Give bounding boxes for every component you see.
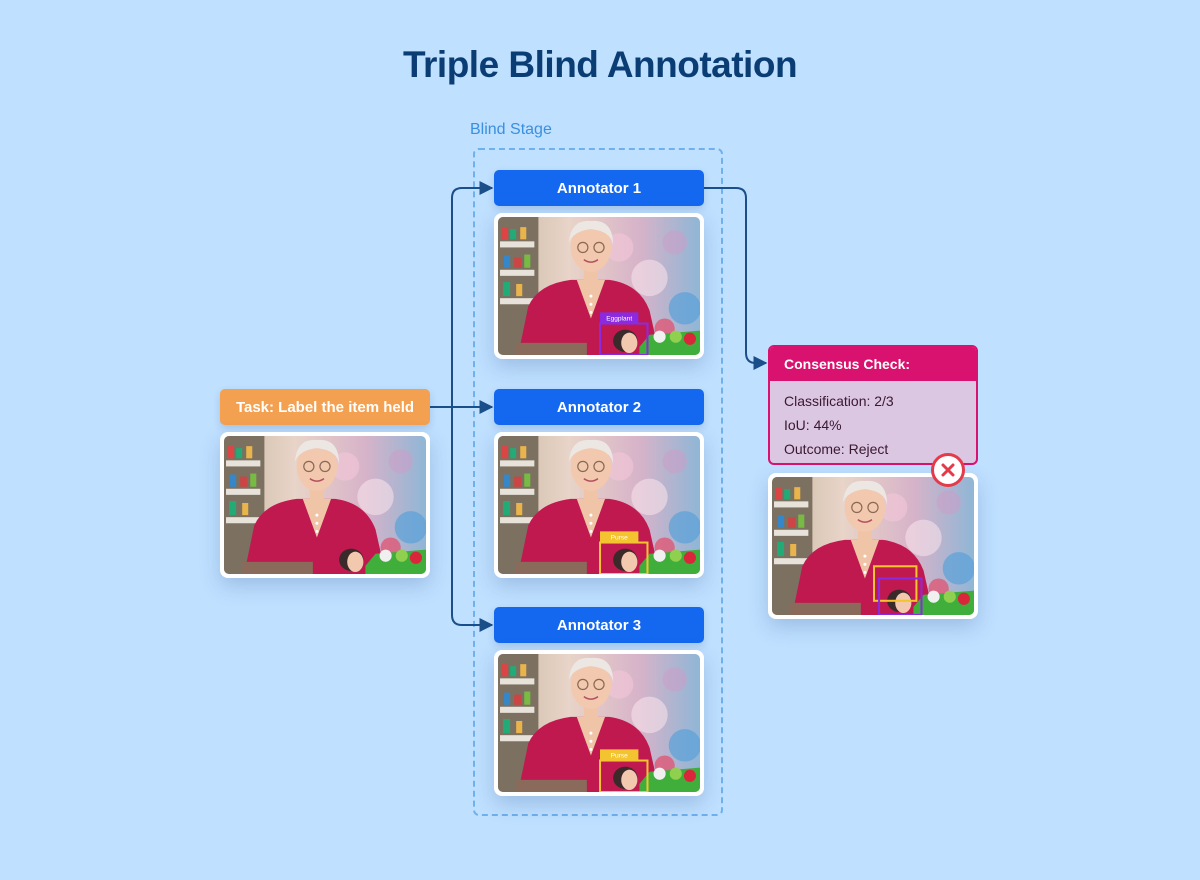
annotator-2-label: Annotator 2 [556, 398, 642, 416]
consensus-check-panel: Consensus Check: Classification: 2/3 IoU… [768, 345, 978, 465]
consensus-header: Consensus Check: [770, 347, 976, 381]
annotator-2-pill: Annotator 2 [494, 389, 704, 425]
annotator-1-pill: Annotator 1 [494, 170, 704, 206]
arrow-task-to-annotator-3 [451, 407, 494, 632]
annotator-1-label: Annotator 1 [556, 179, 642, 197]
annotator-1-tag: Eggplant [606, 315, 632, 322]
consensus-iou: IoU: 44% [784, 417, 842, 433]
annotator-2-image: Purse [494, 432, 704, 578]
diagram-title: Triple Blind Annotation [402, 44, 798, 85]
consensus-box-purse [873, 565, 918, 602]
consensus-classification: Classification: 2/3 [784, 393, 894, 409]
task-pill: Task: Label the item held [220, 389, 430, 425]
arrow-annotator-1-to-consensus [704, 187, 768, 370]
annotator-3-label: Annotator 3 [556, 616, 642, 634]
annotator-1-bounding-box [599, 322, 649, 355]
blind-stage-box [473, 148, 723, 816]
blind-stage-label: Blind Stage [470, 121, 552, 138]
arrow-task-to-annotator-1 [451, 181, 494, 407]
annotator-3-bounding-box [599, 759, 649, 792]
reject-x-icon [931, 453, 965, 487]
consensus-outcome: Outcome: Reject [784, 441, 889, 457]
annotator-1-image: Eggplant [494, 213, 704, 359]
annotator-3-tag: Purse [611, 752, 628, 759]
annotator-2-tag: Purse [611, 534, 628, 541]
annotator-2-bounding-box [599, 541, 649, 574]
task-label: Task: Label the item held [235, 398, 415, 416]
annotator-3-image: Purse [494, 650, 704, 796]
consensus-image [768, 473, 978, 619]
consensus-box-eggplant [878, 577, 923, 615]
annotator-3-pill: Annotator 3 [494, 607, 704, 643]
task-image [220, 432, 430, 578]
